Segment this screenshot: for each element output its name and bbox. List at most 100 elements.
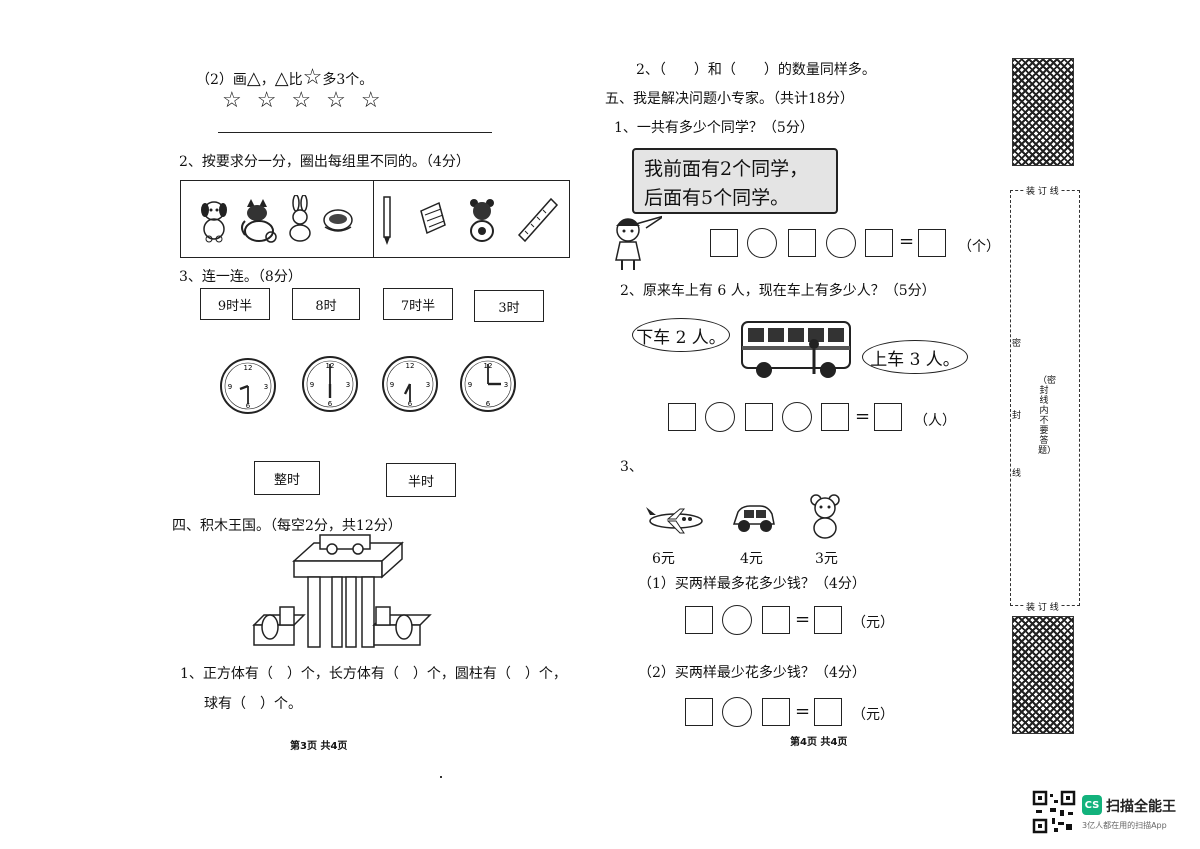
answer-box[interactable] [814,698,842,726]
equals-sign: = [795,701,811,722]
answer-box[interactable] [745,403,773,431]
label-card-half-hour[interactable]: 半时 [386,463,456,497]
price-airplane: 6元 [652,551,675,567]
question-3: 3、连一连。（8分） [179,269,302,285]
answer-box[interactable] [865,229,893,257]
fish-icon[interactable] [321,205,355,235]
teddy-bear-icon [810,494,840,539]
operator-circle[interactable] [826,228,856,258]
operator-circle[interactable] [722,605,752,635]
svg-text:9: 9 [468,381,472,389]
question-5-3-2: （2）买两样最少花多少钱？（4分） [638,665,866,681]
section-4-title: 四、积木王国。（每空2分，共12分） [172,518,402,534]
svg-text:3: 3 [346,381,350,389]
blocks-figure [252,534,432,648]
q2-2-mid: 比 [288,72,303,88]
page-footer-left: 第3页 共4页 [290,741,348,752]
cat-icon[interactable] [239,199,279,243]
unit-label-yuan: （元） [852,707,894,723]
svg-text:9: 9 [310,381,314,389]
time-card-3[interactable]: 7时半 [383,288,453,320]
triangle-icon: △ [274,68,289,89]
seal-char-mi: 密 [1012,339,1022,349]
svg-text:3: 3 [504,381,508,389]
answer-box[interactable] [668,403,696,431]
speech-bubble-get-on: 上车 3 人。 [862,340,968,374]
clock-icon[interactable]: 12 3 6 9 [300,354,360,414]
answer-line[interactable] [218,132,492,133]
scanner-tagline: 3亿人都在用的扫描App [1082,821,1167,830]
triangle-icon: △ [246,68,261,89]
clock-icon[interactable]: 12 3 6 9 [458,354,518,414]
teddy-bear-icon[interactable] [467,197,497,243]
clock-icon[interactable]: 12 3 6 9 [218,356,278,416]
star-icon: ☆ [302,65,323,90]
answer-box[interactable] [710,229,738,257]
unit-label-yuan: （元） [852,615,894,631]
answer-box[interactable] [685,698,713,726]
q2-2-sep: ， [260,72,275,88]
bubble-1-line-1: 我前面有2个同学， [644,158,809,180]
svg-text:6: 6 [328,400,333,408]
label-card-whole-hour[interactable]: 整时 [254,461,320,495]
price-car: 4元 [740,551,763,567]
answer-box[interactable] [918,229,946,257]
section-5-title: 五、我是解决问题小专家。（共计18分） [605,91,854,107]
equals-sign: = [855,406,871,427]
pencil-icon[interactable] [381,195,393,247]
operator-circle[interactable] [705,402,735,432]
question-5-2: 2、原来车上有 6 人，现在车上有多少人？（5分） [620,283,936,299]
seal-char-xian: 线 [1012,469,1022,479]
binding-label-bottom: 装 订 线 [1024,600,1061,613]
question-4-1-line2: 球有（ ）个。 [204,696,302,712]
answer-box[interactable] [762,606,790,634]
question-5-1: 1、一共有多少个同学？（5分） [614,120,814,136]
answer-box[interactable] [821,403,849,431]
qr-code-icon [1032,790,1076,834]
q2-2-suffix: 多3个。 [322,72,374,88]
bus-icon [741,321,851,378]
time-card-4[interactable]: 3时 [474,290,544,322]
sharpener-icon[interactable] [417,201,447,237]
operator-circle[interactable] [782,402,812,432]
rabbit-icon[interactable] [285,195,315,243]
speech-bubble-1: 我前面有2个同学， 后面有5个同学。 [632,148,838,214]
svg-text:9: 9 [228,383,232,391]
girl-icon [615,215,662,270]
svg-text:6: 6 [408,400,413,408]
puppy-icon[interactable] [197,197,231,243]
checker-pattern-bottom [1012,616,1074,734]
svg-text:3: 3 [426,381,430,389]
bubble-1-line-2: 后面有5个同学。 [644,187,790,209]
clock-icon[interactable]: 12 3 6 9 [380,354,440,414]
answer-box[interactable] [814,606,842,634]
equals-sign: = [795,609,811,630]
time-card-2[interactable]: 8时 [292,288,360,320]
svg-text:12: 12 [406,362,415,370]
svg-text:6: 6 [246,402,251,410]
ruler-icon[interactable] [515,195,561,243]
time-card-1[interactable]: 9时半 [200,288,270,320]
answer-box[interactable] [874,403,902,431]
answer-box[interactable] [788,229,816,257]
checker-pattern-top [1012,58,1074,166]
binding-label-top: 装 订 线 [1024,184,1061,197]
svg-text:9: 9 [390,381,394,389]
sort-group-box [180,180,570,258]
svg-text:12: 12 [244,364,253,372]
answer-box[interactable] [762,698,790,726]
unit-label-persons: （人） [914,413,956,429]
svg-text:3: 3 [264,383,268,391]
speech-bubble-get-off: 下车 2 人。 [632,318,730,352]
seal-note: （密封线内不要答题） [1038,376,1057,456]
scanner-logo: CS [1082,795,1102,815]
q2-2-prefix: （2）画 [196,72,247,88]
operator-circle[interactable] [747,228,777,258]
answer-box[interactable] [685,606,713,634]
seal-char-feng: 封 [1012,411,1022,421]
page-footer-right: 第4页 共4页 [790,737,848,748]
equals-sign: = [899,231,915,252]
operator-circle[interactable] [722,697,752,727]
question-4-1-line1: 1、正方体有（ ）个，长方体有（ ）个，圆柱有（ ）个， [180,666,567,682]
svg-text:6: 6 [486,400,491,408]
